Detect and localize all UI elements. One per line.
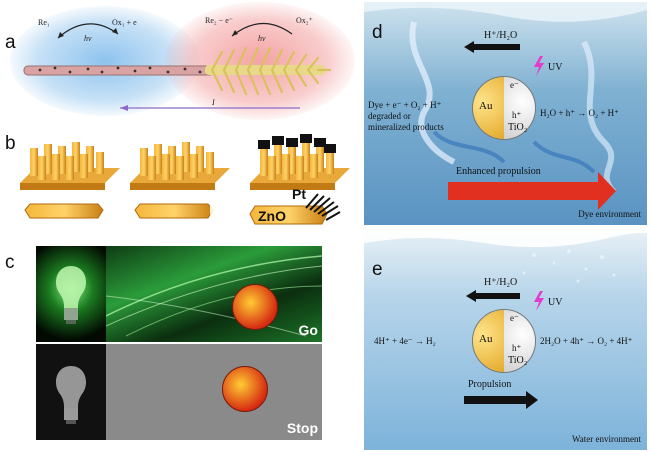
red-glow: [165, 2, 355, 120]
panel-a-diagram: [23, 22, 332, 111]
current-label: I: [212, 98, 215, 107]
panel-c-label: c: [5, 252, 15, 273]
lightbulb-off-icon: [55, 366, 87, 424]
au-label-e: Au: [479, 333, 493, 345]
tio2-label-d: TiO₂: [508, 122, 528, 133]
go-scene: Go: [106, 246, 322, 342]
left-eq-d-3: mineralized products: [368, 122, 444, 132]
left-eq-e: 4H⁺ + 4e⁻ → H₂: [374, 336, 436, 346]
arrow-left-black-e-head: [466, 290, 476, 302]
propulsion-arrow-red: [448, 182, 598, 200]
micromotor-go: [232, 284, 278, 330]
left-eq-d-2: degraded or: [368, 111, 411, 121]
lightbulb-on-icon: [55, 266, 87, 324]
green-bulb-panel: [36, 246, 106, 342]
tio2-label-e: TiO₂: [508, 355, 528, 366]
water-surface: [364, 229, 647, 283]
propulsion-arrow-black: [464, 396, 526, 404]
hv-label-left: hν: [84, 34, 92, 43]
uv-bolt-icon-d: [534, 56, 544, 76]
off-bulb-panel: [36, 344, 106, 440]
au-label-d: Au: [479, 100, 493, 112]
propulsion-label: Propulsion: [468, 379, 512, 390]
uv-bolt-icon-e: [534, 291, 544, 311]
panel-b: b: [0, 128, 360, 240]
ox1-label: Ox₁ + e: [112, 18, 137, 27]
arrow-left-black-head: [464, 41, 474, 53]
micromotor-stop: [222, 366, 268, 412]
janus-sphere-e: [472, 309, 536, 373]
re2-label: Re₂ − e⁻: [205, 16, 233, 25]
uv-label-e: UV: [548, 297, 563, 308]
panel-d-label: d: [372, 22, 383, 43]
propulsion-arrow-red-head: [598, 172, 616, 210]
h-top-label-d: H⁺/H₂O: [484, 30, 518, 41]
panel-c: c Go Stop: [0, 244, 360, 450]
ox2-label: Ox₂⁺: [296, 16, 313, 25]
panel-e-label: e: [372, 259, 383, 280]
panel-a-label: a: [5, 32, 16, 53]
propulsion-arrow-black-head: [526, 391, 538, 409]
pt-label: Pt: [292, 186, 306, 202]
uv-label-d: UV: [548, 62, 563, 73]
h-label-e: h⁺: [512, 343, 522, 353]
panel-b-diagram: [20, 134, 350, 225]
stop-scene: Stop: [106, 344, 322, 440]
dye-env-label: Dye environment: [578, 209, 641, 219]
e-label-d: e⁻: [510, 80, 519, 90]
left-eq-d-1: Dye + e⁻ + O₂ + H⁺: [368, 100, 442, 110]
stop-label: Stop: [286, 420, 318, 436]
go-label: Go: [298, 322, 318, 338]
panel-d: d H⁺/H₂O UV Au e⁻ h⁺ TiO₂ Dye + e⁻ + O₂ …: [364, 2, 647, 225]
panel-b-label: b: [5, 133, 16, 154]
hv-label-right: hν: [258, 34, 266, 43]
right-eq-d: H₂O + h⁺ → O₂ + H⁺: [540, 108, 619, 118]
janus-sphere-d: [472, 76, 536, 140]
zno-label: ZnO: [258, 208, 286, 224]
e-label-e: e⁻: [510, 313, 519, 323]
right-eq-e: 2H₂O + 4h⁺ → O₂ + 4H⁺: [540, 336, 633, 346]
arrow-left-black-e: [474, 293, 520, 299]
h-top-label-e: H⁺/H₂O: [484, 277, 518, 288]
h-label-d: h⁺: [512, 110, 522, 120]
panel-e: e H⁺/H₂O UV Au e⁻ h⁺ TiO₂ 4H⁺ + 4e⁻ → H₂…: [364, 229, 647, 450]
light-streaks: [106, 255, 322, 337]
re1-label: Re₁: [38, 18, 50, 27]
panel-a: a Re₁: [0, 0, 360, 125]
arrow-left-black: [472, 44, 520, 50]
water-env-label: Water environment: [572, 434, 641, 444]
enhanced-propulsion-label: Enhanced propulsion: [456, 166, 541, 177]
